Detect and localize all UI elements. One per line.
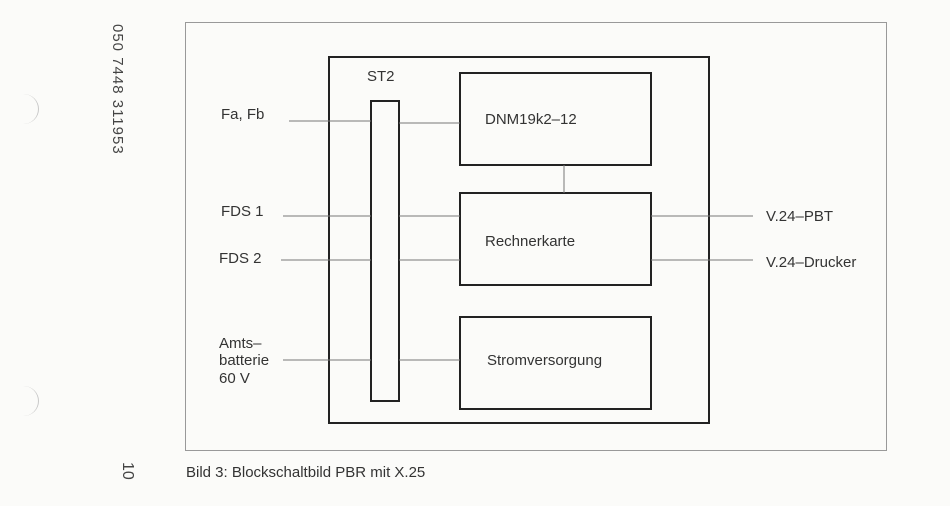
- punch-hole-bottom: [8, 386, 39, 416]
- printer-output-label: V.24–Drucker: [766, 254, 856, 271]
- pbt-output-label: V.24–PBT: [766, 208, 833, 225]
- fds2-label: FDS 2: [219, 250, 262, 267]
- document-code: 050 7448 311953: [109, 24, 126, 155]
- battery-label-line3: 60 V: [219, 370, 250, 387]
- battery-label-line2: batterie: [219, 352, 269, 369]
- device-enclosure: [328, 56, 710, 424]
- block-diagram: ST2 DNM19k2–12 Rechnerkarte Stromversorg…: [219, 56, 856, 424]
- power-supply-label: Stromversorgung: [487, 352, 602, 369]
- modem-label: DNM19k2–12: [485, 111, 577, 128]
- figure-caption: Bild 3: Blockschaltbild PBR mit X.25: [186, 464, 426, 481]
- fds1-label: FDS 1: [221, 203, 264, 220]
- modem-block: [459, 72, 652, 166]
- computer-card-block: [459, 192, 652, 286]
- punch-hole-top: [8, 94, 39, 124]
- computer-card-label: Rechnerkarte: [485, 233, 575, 250]
- fa-fb-label: Fa, Fb: [221, 106, 264, 123]
- st2-connector-bar: [370, 100, 400, 402]
- power-supply-block: [459, 316, 652, 410]
- st2-label: ST2: [367, 68, 395, 85]
- page-number: 10: [119, 462, 136, 480]
- battery-label-line1: Amts–: [219, 335, 262, 352]
- figure-frame: ST2 DNM19k2–12 Rechnerkarte Stromversorg…: [185, 22, 887, 451]
